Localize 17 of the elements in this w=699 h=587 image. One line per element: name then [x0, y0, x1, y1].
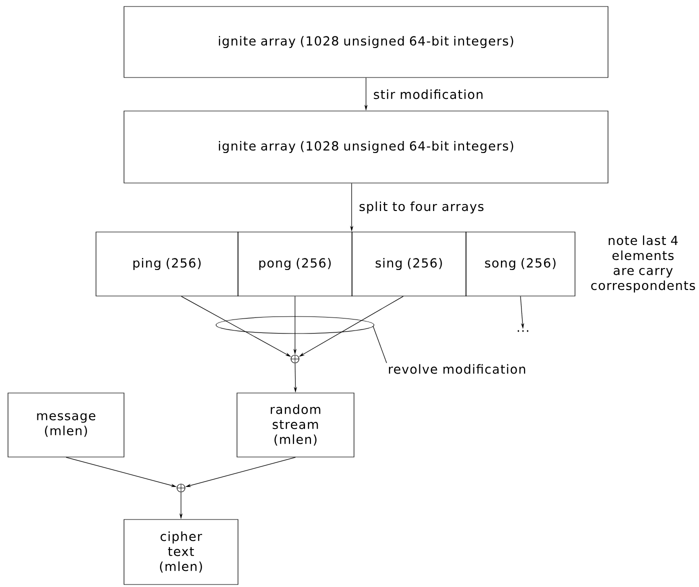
- process-box: random stream (mlen): [236, 392, 354, 458]
- xor-symbol: [176, 484, 186, 492]
- process-box: cipher text (mlen): [124, 519, 238, 585]
- text-label: ...: [518, 330, 528, 332]
- process-box: ignite array (1028 unsigned 64-bit integers): [124, 6, 608, 78]
- edge-label: split to four arrays: [360, 201, 484, 214]
- process-box: song (256): [466, 232, 576, 296]
- xor-symbol: [290, 354, 300, 364]
- process-box: sing (256): [352, 232, 466, 296]
- process-box: ignite array (1028 unsigned 64-bit integers): [124, 110, 608, 184]
- text-label: revolve modification: [388, 364, 526, 374]
- edge-label: stir modification: [374, 89, 482, 100]
- process-box: pong (256): [238, 232, 352, 296]
- leader-line: [372, 326, 387, 364]
- process-box: ping (256): [96, 232, 238, 296]
- process-box: message (mlen): [8, 392, 124, 458]
- note-text: note last 4 elements are carry correspondents: [591, 235, 695, 293]
